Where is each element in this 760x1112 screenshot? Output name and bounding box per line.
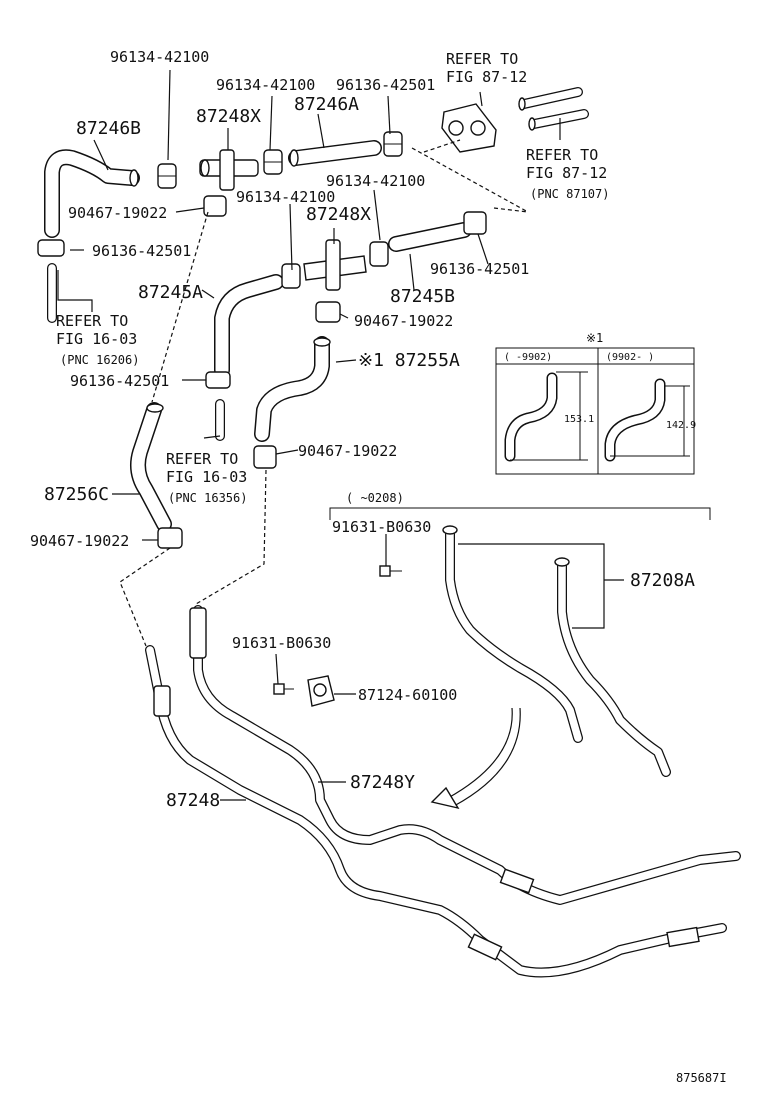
label-pnc-16206: (PNC 16206) <box>60 353 139 367</box>
clamp-icon-10 <box>205 371 231 389</box>
inset-col1-header: ( -9902) <box>504 352 552 363</box>
label-87245a: 87245A <box>138 282 203 303</box>
label-87255a: ※1 87255A <box>358 350 460 371</box>
clamp-icon-9 <box>315 301 341 323</box>
inset-title: ※1 <box>586 331 603 345</box>
label-refer-87-12-a-line2: FIG 87-12 <box>446 68 527 86</box>
variant-bracket <box>329 507 711 520</box>
pipe-87248 <box>145 645 727 978</box>
clamp-icon-5 <box>37 239 65 257</box>
label-90467-19022-a: 90467-19022 <box>68 204 167 222</box>
clamp-icon-6 <box>281 263 301 289</box>
label-96136-42501-d: 96136-42501 <box>70 372 169 390</box>
hose-87246b <box>44 149 140 238</box>
pipe-87248y <box>189 605 741 905</box>
inset-box: ※1 ( -9902) (9902- ) 153.1 142.9 <box>495 331 696 475</box>
clamp-icon-4 <box>203 195 227 217</box>
label-refer-87-12-b-line2: FIG 87-12 <box>526 164 607 182</box>
label-87248: 87248 <box>166 790 220 811</box>
clamp-icon-7 <box>369 241 389 267</box>
clamp-icon-8 <box>463 211 487 235</box>
label-pnc-87107: (PNC 87107) <box>530 187 609 201</box>
label-87248y: 87248Y <box>350 772 415 793</box>
clamp-icon-1 <box>157 163 177 189</box>
label-87208a: 87208A <box>630 570 695 591</box>
inset-dim-1: 153.1 <box>564 414 594 425</box>
hose-87246a <box>288 140 382 167</box>
clamp-icon-3 <box>383 131 403 157</box>
inset-dim-2: 142.9 <box>666 420 696 431</box>
label-refer-87-12-a-line1: REFER TO <box>446 50 518 68</box>
label-87256c: 87256C <box>44 484 109 505</box>
label-refer-16-03-a-line1: REFER TO <box>56 312 128 330</box>
pipe-87208a-right <box>554 557 671 777</box>
inset-col2-header: (9902- ) <box>606 352 654 363</box>
bolt-icon-1 <box>379 565 402 577</box>
hose-87245a <box>214 274 284 378</box>
bracket-87124 <box>307 675 335 707</box>
label-96134-42100-b: 96134-42100 <box>216 76 315 94</box>
label-refer-16-03-b-line2: FIG 16-03 <box>166 468 247 486</box>
hose-87256c <box>130 402 172 532</box>
clamp-icon-12 <box>157 527 183 549</box>
hose-87255a <box>254 336 331 442</box>
label-96134-42100-a: 96134-42100 <box>110 48 209 66</box>
label-96136-42501-a: 96136-42501 <box>336 76 435 94</box>
label-91631-b0630-b: 91631-B0630 <box>232 634 331 652</box>
heater-pipes-upper-right <box>518 87 589 131</box>
label-90467-19022-d: 90467-19022 <box>30 532 129 550</box>
label-90467-19022-c: 90467-19022 <box>298 442 397 460</box>
variant-label: ( ~0208) <box>346 491 404 505</box>
label-96134-42100-d: 96134-42100 <box>236 188 335 206</box>
label-96134-42100-c: 96134-42100 <box>326 172 425 190</box>
dashed-links <box>119 139 529 647</box>
inset-hose-1: 153.1 <box>504 371 594 462</box>
label-87245b: 87245B <box>390 286 455 307</box>
label-87246b: 87246B <box>76 118 141 139</box>
label-87124-60100: 87124-60100 <box>358 686 457 704</box>
label-refer-87-12-b-line1: REFER TO <box>526 146 598 164</box>
label-96136-42501-c: 96136-42501 <box>430 260 529 278</box>
pipe-87208a-left <box>442 525 583 743</box>
tee-87248x-upper <box>199 149 259 191</box>
figure-id: 875687I <box>676 1071 727 1085</box>
tee-87248x-middle <box>303 239 367 291</box>
label-pnc-16356: (PNC 16356) <box>168 491 247 505</box>
clamp-icon-11 <box>253 445 277 469</box>
label-refer-16-03-a-line2: FIG 16-03 <box>56 330 137 348</box>
clamp-icon-2 <box>263 149 283 175</box>
variant-arrow-icon <box>430 707 521 810</box>
label-87246a: 87246A <box>294 94 359 115</box>
label-87248x-a: 87248X <box>196 106 261 127</box>
label-87248x-b: 87248X <box>306 204 371 225</box>
inset-hose-2: 142.9 <box>604 378 696 462</box>
label-96136-42501-b: 96136-42501 <box>92 242 191 260</box>
label-90467-19022-b: 90467-19022 <box>354 312 453 330</box>
bolt-icon-2 <box>273 683 294 695</box>
hose-87245b <box>388 222 472 252</box>
label-91631-b0630-a: 91631-B0630 <box>332 518 431 536</box>
grommet-part <box>441 103 497 153</box>
label-refer-16-03-b-line1: REFER TO <box>166 450 238 468</box>
leader-lines <box>57 69 624 801</box>
